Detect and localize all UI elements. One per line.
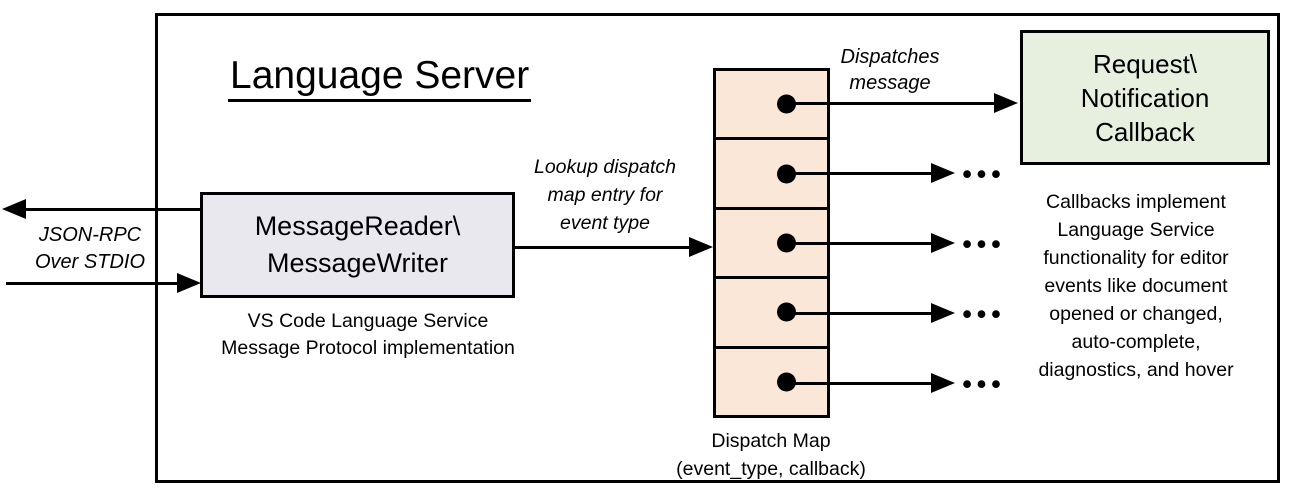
stdio-out-arrow-line (24, 208, 200, 211)
callbacks-note-line: Language Service (1057, 219, 1215, 241)
reader-box-line2: MessageWriter (266, 248, 449, 278)
dispatch-arrow-5-head-icon (931, 373, 955, 393)
lookup-label-line2: map entry for (547, 184, 663, 206)
callbacks-note: Callbacks implement Language Service fun… (1002, 188, 1270, 384)
dispatch-cell (716, 71, 827, 141)
dispatch-arrow-2-head-icon (931, 163, 955, 183)
reader-caption: VS Code Language Service Message Protoco… (196, 308, 540, 362)
dispatch-cell (716, 210, 827, 280)
diagram-title: Language Server (228, 54, 532, 102)
dispatch-arrow-5-line (787, 382, 932, 385)
lookup-label-line3: event type (560, 212, 650, 234)
callbacks-note-line: opened or changed, (1049, 303, 1223, 325)
stdio-out-arrow-head-icon (2, 199, 26, 219)
stdio-in-arrow-line (6, 282, 178, 285)
lookup-label: Lookup dispatch map entry for event type (510, 153, 700, 237)
lookup-label-line1: Lookup dispatch (533, 156, 677, 178)
callbacks-note-line: Callbacks implement (1046, 191, 1226, 213)
stdio-label: JSON-RPC Over STDIO (12, 222, 168, 276)
callback-pointer-dot-icon (777, 164, 796, 184)
ellipsis: ••• (962, 229, 1006, 259)
dispatch-map-box (713, 68, 830, 418)
ellipsis: ••• (962, 299, 1006, 329)
ellipsis: ••• (962, 369, 1006, 399)
callbacks-note-line: diagnostics, and hover (1038, 359, 1234, 381)
dispatch-map-caption-line2: (event_type, callback) (676, 458, 866, 480)
callback-pointer-dot-icon (777, 94, 796, 114)
callback-pointer-dot-icon (777, 302, 796, 322)
callback-box-line3: Callback (1095, 116, 1195, 147)
dispatch-cell (716, 349, 827, 415)
message-reader-writer-box: MessageReader\ MessageWriter (200, 192, 515, 298)
dispatch-arrow-4-line (787, 312, 932, 315)
dispatch-map-caption: Dispatch Map (event_type, callback) (649, 427, 893, 483)
dispatch-map-caption-line1: Dispatch Map (711, 430, 831, 452)
dispatch-arrow-3-line (787, 242, 932, 245)
callback-pointer-dot-icon (777, 372, 796, 392)
dispatch-arrow-1-line (787, 102, 995, 105)
dispatch-cell (716, 279, 827, 349)
dispatches-label: Dispatches message (815, 44, 965, 96)
lookup-arrow-head-icon (689, 237, 713, 257)
callback-box-line2: Notification (1080, 82, 1210, 113)
dispatches-label-line2: message (849, 72, 931, 94)
stdio-label-line1: JSON-RPC (38, 224, 142, 246)
callbacks-note-line: functionality for editor (1043, 247, 1229, 269)
reader-caption-line2: Message Protocol implementation (221, 337, 515, 359)
request-notification-callback-box: Request\ Notification Callback (1020, 30, 1270, 165)
callbacks-note-line: auto-complete, (1071, 331, 1201, 353)
lookup-arrow-line (515, 246, 690, 249)
dispatches-label-line1: Dispatches (840, 46, 940, 68)
stdio-label-line2: Over STDIO (34, 251, 145, 273)
callback-pointer-dot-icon (777, 233, 796, 253)
stdio-in-arrow-head-icon (177, 273, 201, 293)
dispatch-arrow-3-head-icon (931, 233, 955, 253)
dispatch-arrow-4-head-icon (931, 303, 955, 323)
ellipsis: ••• (962, 159, 1006, 189)
dispatch-arrow-2-line (787, 172, 932, 175)
callback-box-line1: Request\ (1092, 48, 1198, 79)
dispatch-cell (716, 140, 827, 210)
dispatch-arrow-1-head-icon (994, 93, 1018, 113)
callbacks-note-line: events like document (1044, 275, 1228, 297)
reader-box-line1: MessageReader\ (254, 211, 461, 241)
reader-caption-line1: VS Code Language Service (247, 310, 489, 332)
